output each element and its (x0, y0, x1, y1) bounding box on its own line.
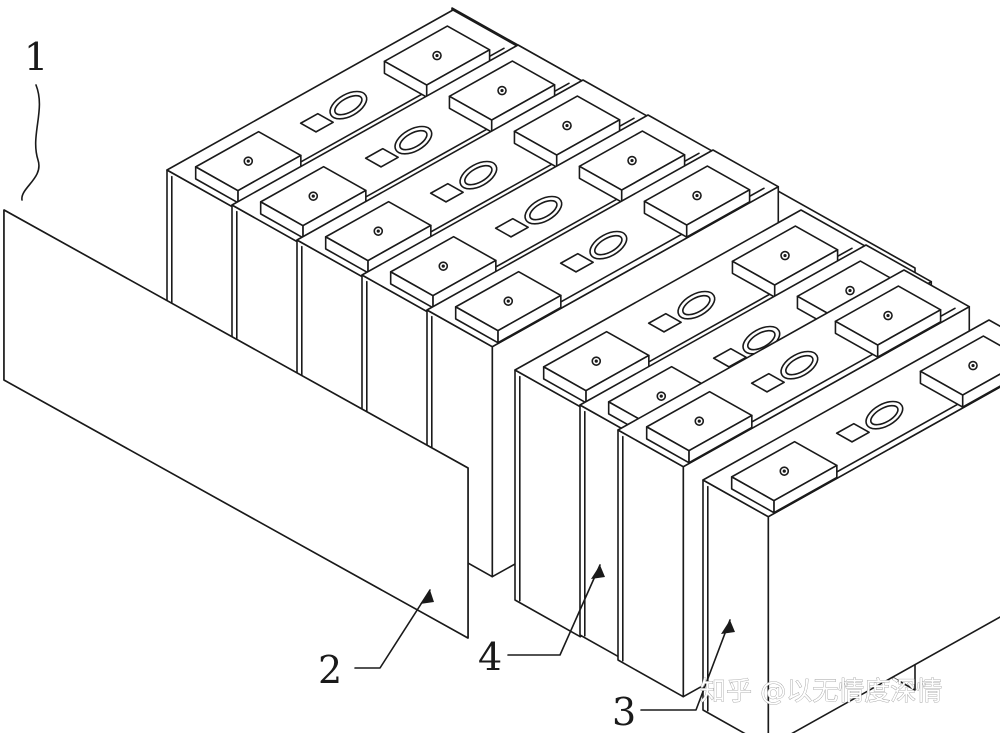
label-1: 1 (24, 35, 48, 79)
fill-port (299, 112, 334, 133)
fill-port (750, 372, 785, 393)
cell-terminal (389, 235, 497, 309)
leader-line-2 (354, 589, 431, 669)
label-4: 4 (478, 635, 502, 679)
cell-terminal (259, 165, 367, 239)
safety-vent (780, 350, 819, 380)
safety-vent (459, 160, 498, 190)
cell-terminal (834, 285, 942, 358)
cell-terminal (448, 60, 556, 133)
watermark-text: 知乎 @以无情度深情 (700, 677, 942, 707)
cell-terminal (645, 390, 753, 464)
safety-vent (329, 90, 368, 120)
cell-terminal (513, 95, 621, 168)
arrowhead-4 (591, 565, 605, 579)
front-end-plate (3, 209, 469, 639)
arrowhead-2 (420, 590, 434, 604)
cell-terminal (643, 165, 751, 238)
label-2: 2 (318, 648, 342, 692)
safety-vent (394, 125, 433, 155)
cell-side-face (617, 429, 685, 698)
label-3: 3 (612, 690, 636, 733)
arrowhead-3 (721, 620, 735, 634)
leader-line-1 (21, 84, 41, 201)
fill-port (364, 147, 399, 168)
leader-line-3 (640, 619, 731, 711)
fill-port (712, 347, 747, 368)
cell-terminal (383, 25, 491, 98)
leader-line-4 (507, 564, 601, 656)
cell-terminal (194, 130, 302, 204)
fill-port (559, 252, 594, 273)
cell-side-face (514, 369, 582, 638)
safety-vent (677, 290, 716, 320)
cell-terminal (730, 440, 838, 514)
fill-port (647, 312, 682, 333)
safety-vent (865, 400, 904, 430)
fill-port (494, 217, 529, 238)
cell-terminal (919, 335, 1000, 408)
cell-terminal (731, 225, 839, 298)
fill-port (429, 182, 464, 203)
safety-vent (589, 230, 628, 260)
battery-cell (702, 319, 1000, 733)
fill-port (835, 422, 870, 443)
cell-terminal (454, 270, 562, 344)
safety-vent (524, 195, 563, 225)
